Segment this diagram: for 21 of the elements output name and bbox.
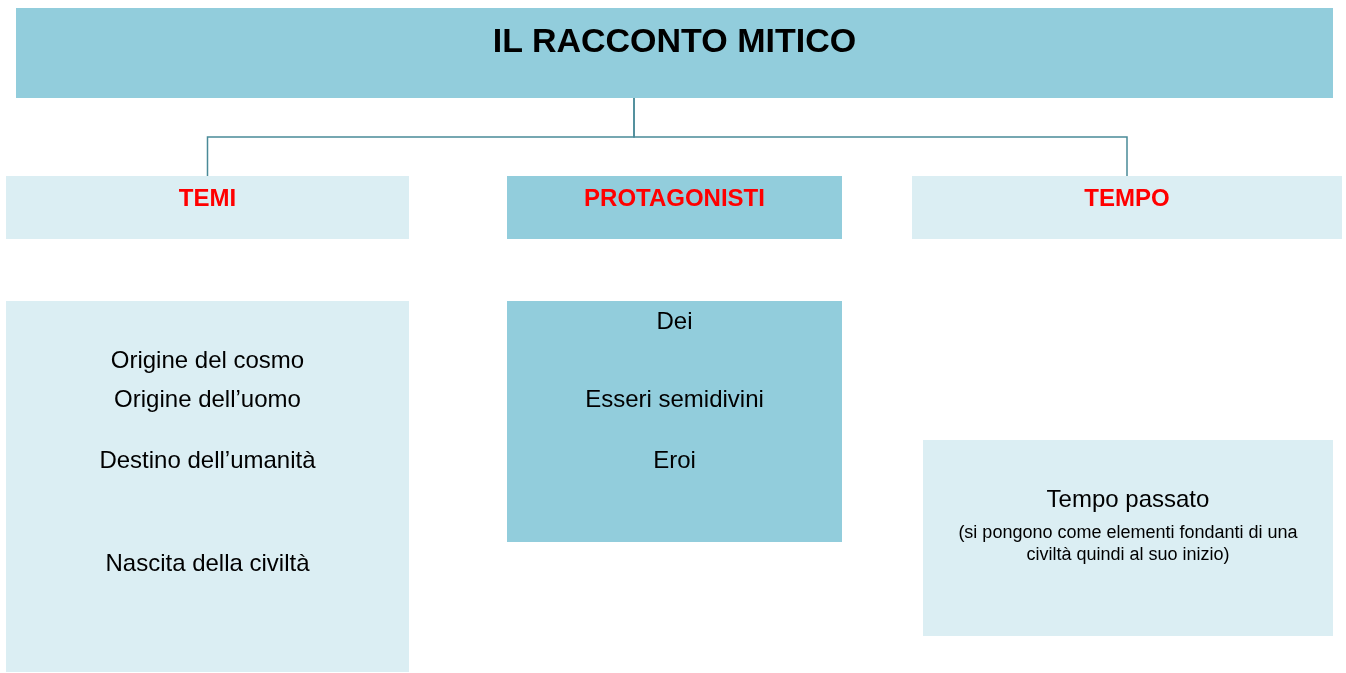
item-text: Nascita della civiltà <box>104 549 311 578</box>
content-box <box>923 440 1333 636</box>
title-text: IL RACCONTO MITICO <box>491 20 858 61</box>
header-text: PROTAGONISTI <box>583 184 766 213</box>
header-text: TEMPO <box>1083 184 1171 213</box>
header-box <box>912 176 1342 239</box>
title-box <box>16 8 1333 98</box>
header-text: TEMI <box>177 184 238 213</box>
connector-line <box>633 97 1128 177</box>
note-text: (si pongono come elementi fondanti di una civiltà quindi al suo inizio) <box>957 522 1299 566</box>
item-text: Tempo passato <box>1045 485 1211 514</box>
item-text: Eroi <box>652 446 697 475</box>
header-box <box>6 176 409 239</box>
content-box <box>6 301 409 672</box>
item-text: Destino dell’umanità <box>98 446 317 475</box>
item-text: Esseri semidivini <box>584 385 765 414</box>
header-box <box>507 176 842 239</box>
item-text: Origine del cosmo <box>109 346 306 375</box>
item-text: Dei <box>655 307 694 336</box>
content-box <box>507 301 842 542</box>
item-text: Origine dell’uomo <box>113 385 302 414</box>
